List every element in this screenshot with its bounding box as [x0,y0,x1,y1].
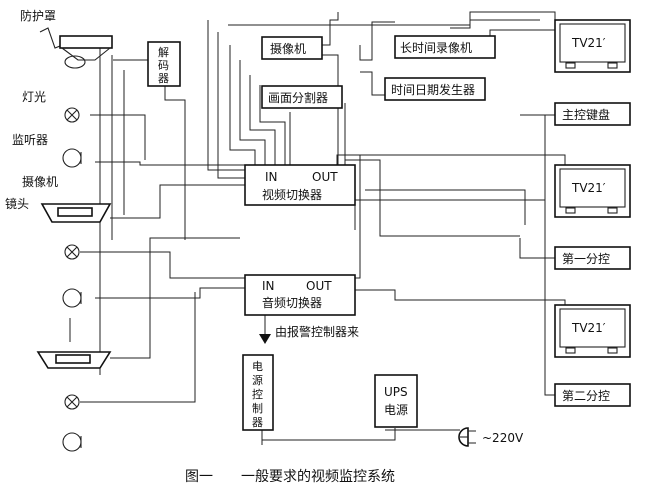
time-date-gen-label: 时间日期发生器 [391,82,475,97]
wiring [69,11,566,445]
split-screen-label: 画面分割器 [268,90,328,105]
sub-control-1-box: 第一分控 [554,246,631,270]
microphone-icon-2 [62,288,82,308]
camera-box-label: 摄像机 [270,41,306,56]
main-keyboard-box: 主控键盘 [554,102,631,126]
ups-box: UPS 电源 [374,374,418,428]
sub-control-2-box: 第二分控 [554,383,631,407]
camera-lens-icon [40,203,112,223]
power-char-1: 电 [252,360,263,373]
decoder-box: 解 码 器 [147,41,181,87]
video-switcher-name: 视频切换器 [262,187,322,202]
monitor-1-label: TV21′ [571,36,606,50]
time-date-gen-box: 时间日期发生器 [384,77,486,101]
label-monitor-mic: 监听器 [12,133,48,147]
monitor-3: TV21′ [554,304,631,358]
label-light: 灯光 [22,90,46,104]
monitor-2: TV21′ [554,164,631,218]
microphone-icon [62,148,82,168]
split-screen-box: 画面分割器 [261,85,343,109]
monitor-2-label: TV21′ [571,181,606,195]
audio-switcher: IN OUT 音频切换器 [244,274,356,316]
audio-switcher-name: 音频切换器 [262,295,322,310]
mains-label: ~220V [482,431,524,445]
light-icon-2 [64,244,80,260]
video-switcher-out: OUT [312,170,338,184]
power-controller-box: 电 源 控 制 器 [242,354,274,431]
decoder-char-3: 器 [158,72,169,85]
decoder-char-2: 码 [158,59,169,72]
main-keyboard-label: 主控键盘 [562,107,610,122]
ups-label: UPS [384,385,408,399]
audio-switcher-out: OUT [306,279,332,293]
power-plug-icon [458,427,476,447]
power-char-5: 器 [252,416,263,429]
audio-switcher-in: IN [262,279,275,293]
microphone-icon-3 [62,432,82,452]
long-time-vcr-box: 长时间录像机 [394,35,496,59]
video-switcher-in: IN [265,170,278,184]
camera-box: 摄像机 [261,36,323,60]
power-char-4: 制 [252,402,263,415]
figure-caption: 图一 一般要求的视频监控系统 [185,469,395,485]
sub-control-1-label: 第一分控 [562,252,610,266]
label-protective-cover: 防护罩 [20,8,56,23]
decoder-char-1: 解 [158,45,169,59]
light-icon [64,107,80,123]
label-camera: 摄像机 [22,174,58,189]
alarm-note: 由报警控制器来 [275,324,359,339]
video-switcher: IN OUT 视频切换器 [244,164,356,206]
long-time-vcr-label: 长时间录像机 [400,41,472,55]
camera-lens-icon-2 [36,351,112,369]
protective-cover-camera [39,27,113,69]
alarm-arrow [259,318,271,344]
monitor-3-label: TV21′ [571,321,606,335]
ups-power-label: 电源 [384,403,408,417]
monitor-1: TV21′ [554,19,631,73]
power-char-3: 控 [252,387,263,401]
power-char-2: 源 [252,373,263,387]
sub-control-2-label: 第二分控 [562,389,610,403]
light-icon-3 [64,394,80,410]
label-lens: 镜头 [5,196,29,211]
